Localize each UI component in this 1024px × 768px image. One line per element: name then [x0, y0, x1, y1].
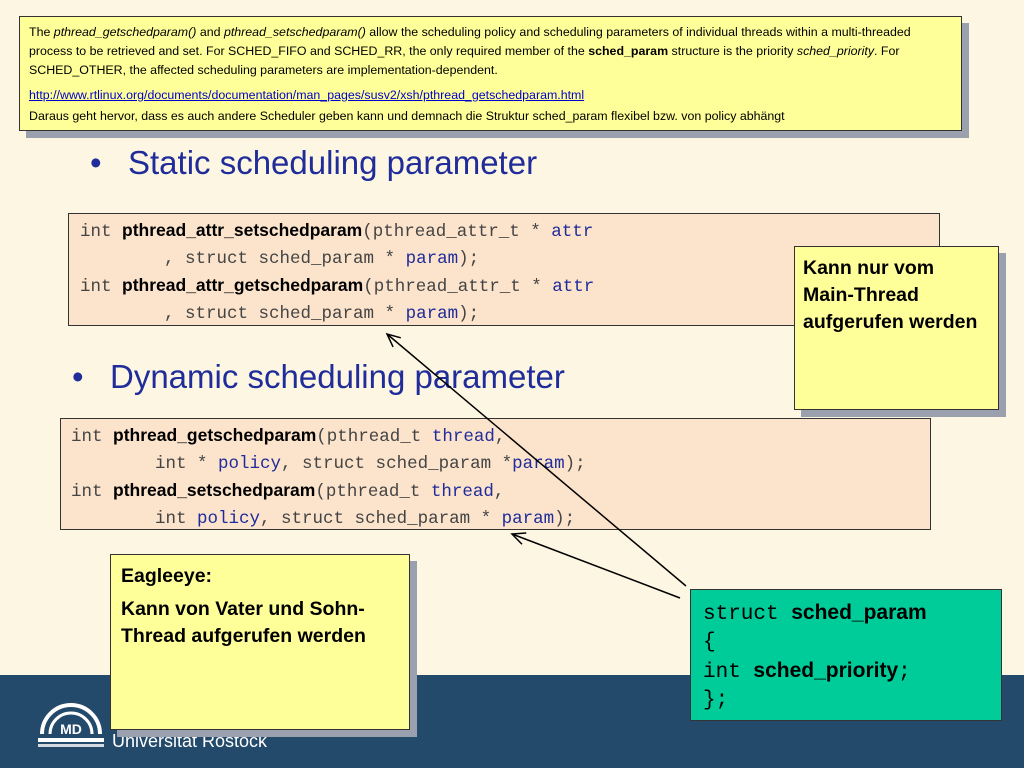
bullet-static: •Static scheduling parameter — [90, 144, 538, 181]
struct-sched-param-box: struct sched_param { int sched_priority;… — [690, 589, 1002, 721]
info-note: The pthread_getschedparam() and pthread_… — [19, 16, 962, 131]
code-line: int policy, struct sched_param * param); — [71, 508, 576, 529]
struct-line: struct sched_param — [703, 601, 927, 626]
code-line: int pthread_attr_setschedparam(pthread_a… — [80, 220, 594, 242]
eagleeye-note: Eagleeye: Kann von Vater und Sohn-Thread… — [110, 554, 410, 730]
university-logo-icon: MD — [38, 703, 104, 747]
main-thread-note: Kann nur vom Main-Thread aufgerufen werd… — [794, 246, 999, 410]
code-line: , struct sched_param * param); — [80, 303, 480, 324]
struct-line: }; — [703, 689, 729, 712]
arrow-to-dynamic — [510, 532, 681, 599]
bullet-static-label: Static scheduling parameter — [128, 144, 538, 181]
university-name: Universität Rostock — [112, 731, 268, 751]
logo-text: MD — [60, 721, 82, 737]
code-dynamic: int pthread_getschedparam(pthread_t thre… — [60, 418, 931, 530]
info-paragraph: The pthread_getschedparam() and pthread_… — [29, 25, 911, 77]
struct-line: { — [703, 631, 716, 654]
bullet-dynamic-label: Dynamic scheduling parameter — [110, 358, 565, 395]
struct-line: int sched_priority; — [703, 659, 911, 684]
info-paragraph-german: Daraus geht hervor, dass es auch andere … — [29, 109, 785, 123]
code-line: int pthread_attr_getschedparam(pthread_a… — [80, 275, 595, 297]
arrow-to-static — [385, 332, 687, 587]
man-page-link[interactable]: http://www.rtlinux.org/documents/documen… — [29, 88, 585, 102]
bullet-dynamic: •Dynamic scheduling parameter — [72, 358, 565, 395]
code-line: int pthread_setschedparam(pthread_t thre… — [71, 480, 505, 502]
code-line: int * policy, struct sched_param *param)… — [71, 453, 586, 474]
eagleeye-body: Kann von Vater und Sohn-Thread aufgerufe… — [121, 598, 366, 647]
code-line: , struct sched_param * param); — [80, 248, 480, 269]
eagleeye-title: Eagleeye: — [121, 565, 213, 587]
code-line: int pthread_getschedparam(pthread_t thre… — [71, 425, 506, 447]
